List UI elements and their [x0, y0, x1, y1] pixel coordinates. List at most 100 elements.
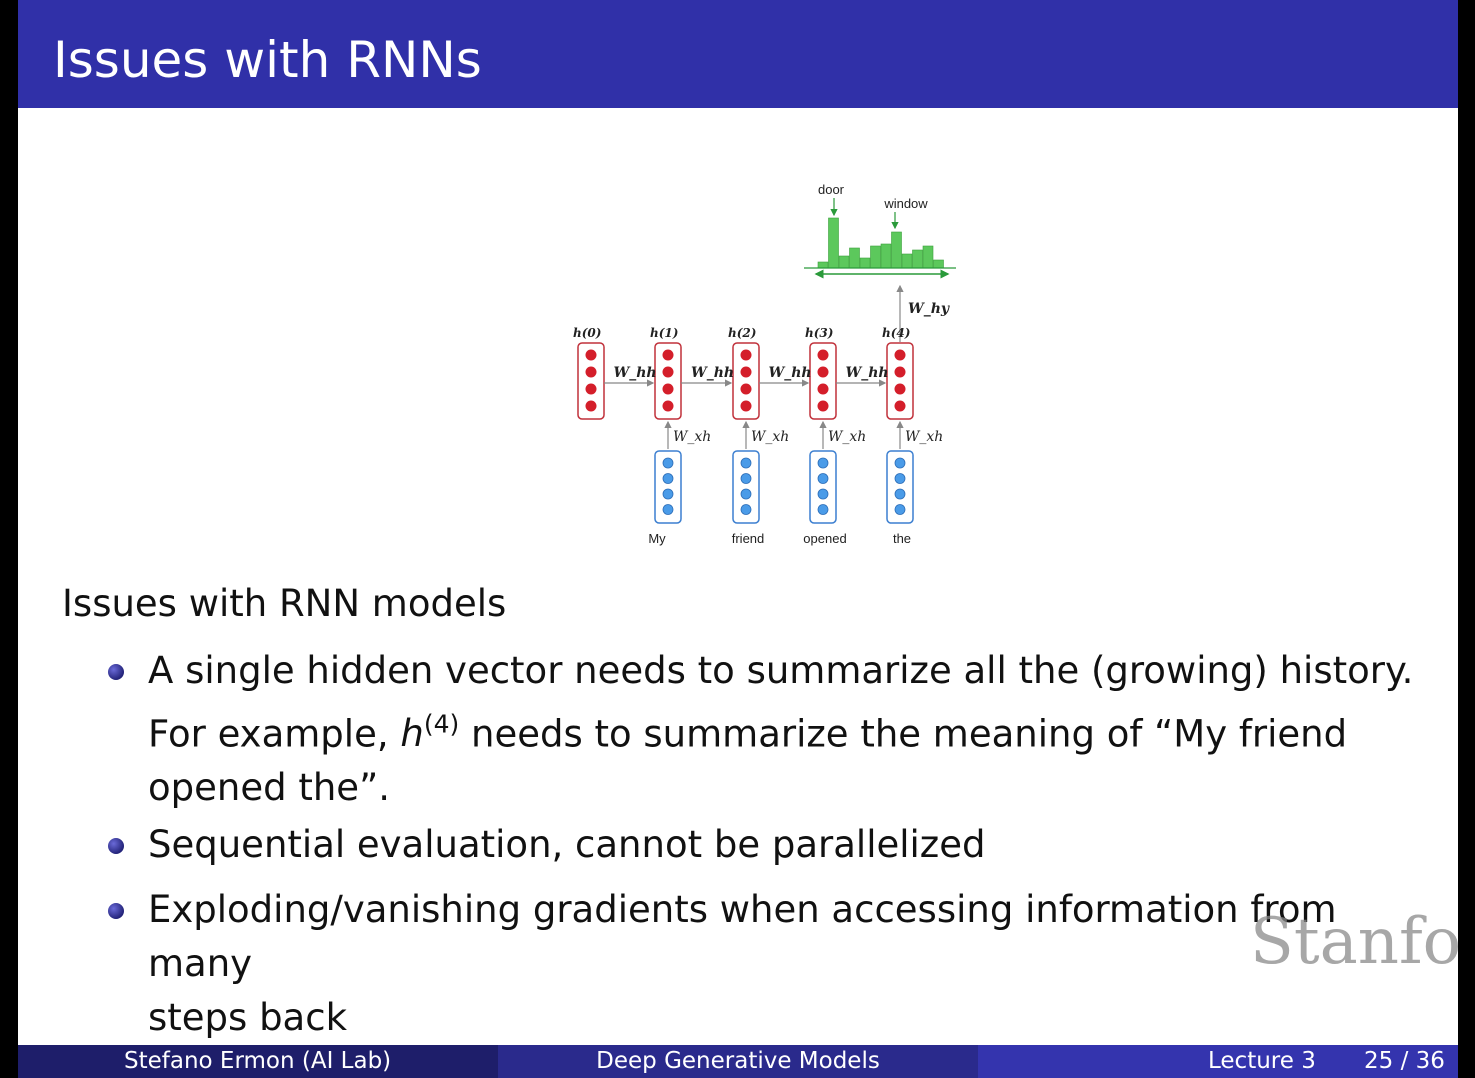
bullet-1-line-2: For example, h(4) needs to summarize the…: [148, 698, 1418, 761]
input-vector-box: [886, 450, 914, 524]
hidden-node: [662, 383, 674, 395]
hidden-label: h(1): [650, 326, 678, 340]
label-w-xh: W_xh: [828, 429, 866, 445]
hidden-node: [585, 383, 597, 395]
rnn-diagram: door window W_hy h(0)h(1)h(2)h(3)h(4)W_h…: [573, 182, 956, 546]
distribution-bar: [870, 245, 881, 269]
bullet-marker: [108, 838, 124, 854]
hidden-node: [585, 349, 597, 361]
distribution-bar: [828, 217, 839, 269]
input-word: My: [648, 531, 666, 546]
label-w-hy: W_hy: [908, 301, 950, 317]
bullet-item-3: Exploding/vanishing gradients when acces…: [148, 883, 1418, 1045]
bullet-item-1: A single hidden vector needs to summariz…: [148, 644, 1418, 815]
bullet-item-2: Sequential evaluation, cannot be paralle…: [148, 818, 1418, 872]
hidden-node: [894, 400, 906, 412]
hidden-node: [817, 400, 829, 412]
input-node: [740, 457, 752, 469]
hidden-label: h(4): [882, 326, 910, 340]
input-word: opened: [803, 531, 846, 546]
distribution-bar: [817, 261, 829, 269]
hidden-node: [894, 349, 906, 361]
hidden-label: h(3): [805, 326, 833, 340]
slide-title: Issues with RNNs: [53, 31, 482, 89]
hidden-state-box: [577, 342, 605, 420]
hidden-state-box: [732, 342, 760, 420]
distribution-bar: [912, 249, 923, 269]
label-w-hh: W_hh: [846, 365, 889, 381]
hidden-node: [817, 349, 829, 361]
bullet-marker: [108, 903, 124, 919]
distribution-bar: [922, 245, 934, 269]
label-w-hh: W_hh: [614, 365, 657, 381]
input-node: [662, 488, 674, 500]
hidden-node: [662, 400, 674, 412]
footer: Stefano Ermon (AI Lab) Deep Generative M…: [18, 1045, 1458, 1078]
hidden-state-box: [654, 342, 682, 420]
hidden-node: [740, 383, 752, 395]
math-h4-sup: (4): [423, 710, 460, 739]
math-h4: h(4): [400, 710, 460, 756]
hidden-node: [894, 366, 906, 378]
bullet-1-line-2-post: needs to summarize the meaning of “My fr…: [459, 712, 1348, 756]
title-bar: Issues with RNNs: [18, 0, 1458, 108]
bullet-1-line-3: opened the”.: [148, 766, 390, 810]
distribution-bar: [880, 243, 892, 269]
input-node: [817, 488, 829, 500]
input-vector-box: [809, 450, 837, 524]
hidden-node: [740, 366, 752, 378]
bullet-1-line-1: A single hidden vector needs to summariz…: [148, 649, 1414, 692]
input-node: [894, 504, 906, 515]
footer-course: Deep Generative Models: [596, 1048, 880, 1074]
math-h4-base: h: [400, 712, 424, 756]
section-heading: Issues with RNN models: [62, 582, 507, 625]
output-word-door: door: [818, 182, 845, 197]
bullet-3-line-1: Exploding/vanishing gradients when acces…: [148, 888, 1337, 985]
output-distribution: [817, 217, 944, 269]
output-word-window: window: [883, 196, 928, 211]
footer-center: Deep Generative Models: [498, 1045, 978, 1078]
input-node: [817, 473, 829, 484]
hidden-node: [894, 383, 906, 395]
hidden-node: [585, 400, 597, 412]
input-vector-box: [654, 450, 682, 524]
footer-author: Stefano Ermon (AI Lab): [124, 1048, 392, 1074]
slide: Issues with RNNs door window W_hy h(0)h(…: [18, 0, 1458, 1078]
distribution-bar: [901, 253, 913, 269]
distribution-bar: [838, 255, 850, 269]
input-node: [817, 457, 829, 469]
label-w-xh: W_xh: [673, 429, 711, 445]
label-w-xh: W_xh: [905, 429, 943, 445]
input-node: [740, 488, 752, 500]
input-node: [662, 457, 674, 469]
footer-page-number: 25 / 36: [1364, 1048, 1445, 1074]
bullet-2-line-1: Sequential evaluation, cannot be paralle…: [148, 823, 986, 866]
hidden-node: [817, 366, 829, 378]
hidden-node: [740, 400, 752, 412]
footer-lecture: Lecture 3: [1208, 1048, 1316, 1074]
input-node: [662, 473, 674, 484]
distribution-bar: [891, 231, 902, 269]
input-node: [662, 504, 674, 515]
bullet-marker: [108, 664, 124, 680]
bullet-1-line-2-pre: For example,: [148, 712, 401, 756]
hidden-node: [662, 366, 674, 378]
input-word: the: [893, 531, 911, 546]
input-node: [894, 473, 906, 484]
stanford-watermark: Stanfor: [1250, 905, 1458, 979]
input-node: [894, 488, 906, 500]
input-word: friend: [732, 531, 765, 546]
label-w-hh: W_hh: [691, 365, 734, 381]
bullet-3-line-2: steps back: [148, 996, 348, 1039]
footer-left: Stefano Ermon (AI Lab): [18, 1045, 498, 1078]
distribution-bar: [859, 257, 871, 269]
distribution-bar: [849, 247, 860, 269]
hidden-node: [740, 349, 752, 361]
input-node: [740, 504, 752, 515]
hidden-node: [817, 383, 829, 395]
input-node: [817, 504, 829, 515]
input-vector-box: [732, 450, 760, 524]
hidden-node: [662, 349, 674, 361]
hidden-label: h(2): [728, 326, 756, 340]
